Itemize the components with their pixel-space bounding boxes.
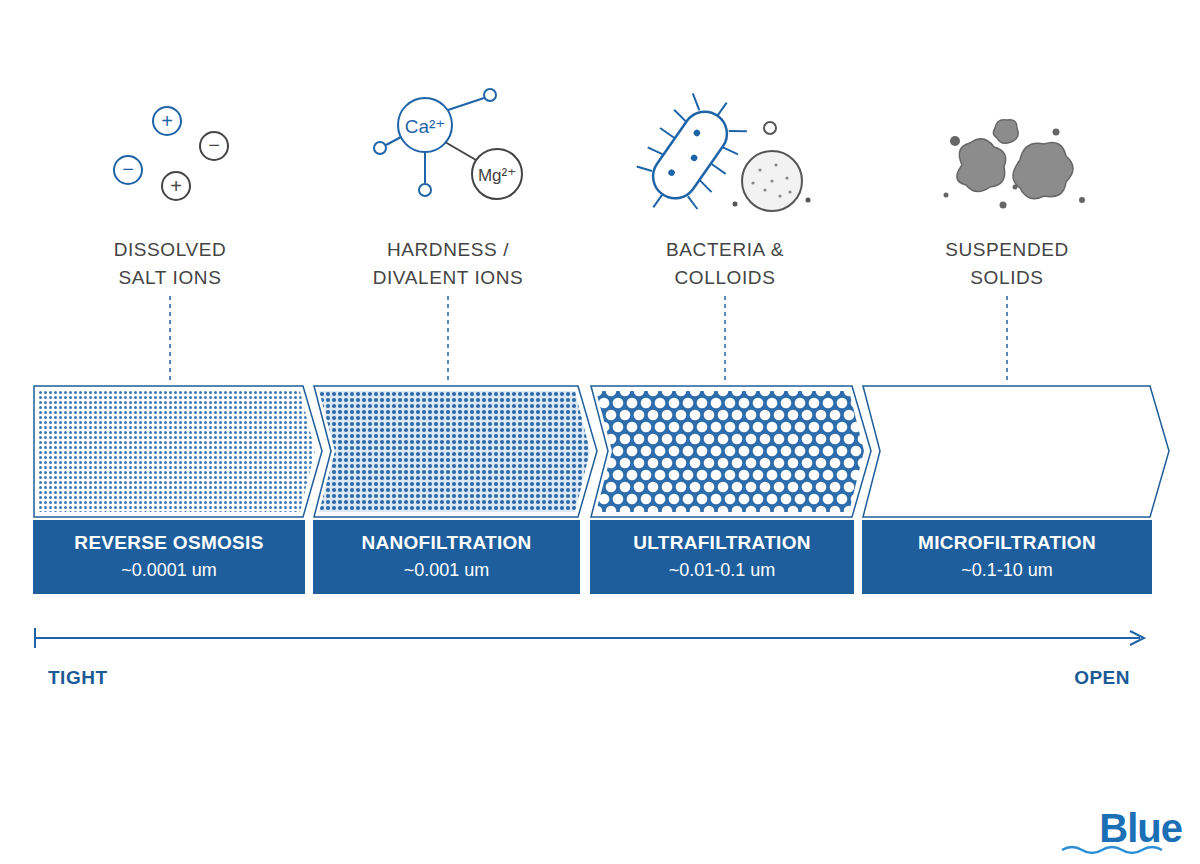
pore-size: ~0.001 um — [313, 560, 580, 581]
ion-symbol: Mg²⁺ — [478, 167, 516, 184]
pore-size: ~0.1-10 um — [862, 560, 1152, 581]
category-label: HARDNESS / DIVALENT IONS — [358, 236, 538, 292]
axis-label: OPEN — [1074, 667, 1130, 689]
membrane-name: NANOFILTRATION — [313, 532, 580, 554]
ion-charge: + — [161, 111, 173, 131]
category-label: DISSOLVED SALT IONS — [95, 236, 245, 292]
membrane-band: MICROFILTRATION ~0.1-10 um — [862, 385, 1170, 595]
ion-charge: − — [122, 159, 134, 179]
logo-text: Blue — [1099, 806, 1182, 851]
membrane-name: ULTRAFILTRATION — [590, 532, 854, 554]
membrane-band: REVERSE OSMOSIS ~0.0001 um — [33, 385, 323, 595]
axis-label: TIGHT — [48, 667, 108, 689]
membrane-name: REVERSE OSMOSIS — [33, 532, 305, 554]
membrane-name: MICROFILTRATION — [862, 532, 1152, 554]
ion-symbol: Ca²⁺ — [405, 117, 446, 136]
category-label: SUSPENDED SOLIDS — [932, 236, 1082, 292]
membrane-band: ULTRAFILTRATION ~0.01-0.1 um — [590, 385, 872, 595]
ion-charge: + — [170, 176, 182, 196]
membrane-band: NANOFILTRATION ~0.001 um — [313, 385, 598, 595]
pore-size: ~0.0001 um — [33, 560, 305, 581]
pore-size: ~0.01-0.1 um — [590, 560, 854, 581]
ion-charge: − — [208, 135, 220, 155]
category-label: BACTERIA & COLLOIDS — [650, 236, 800, 292]
